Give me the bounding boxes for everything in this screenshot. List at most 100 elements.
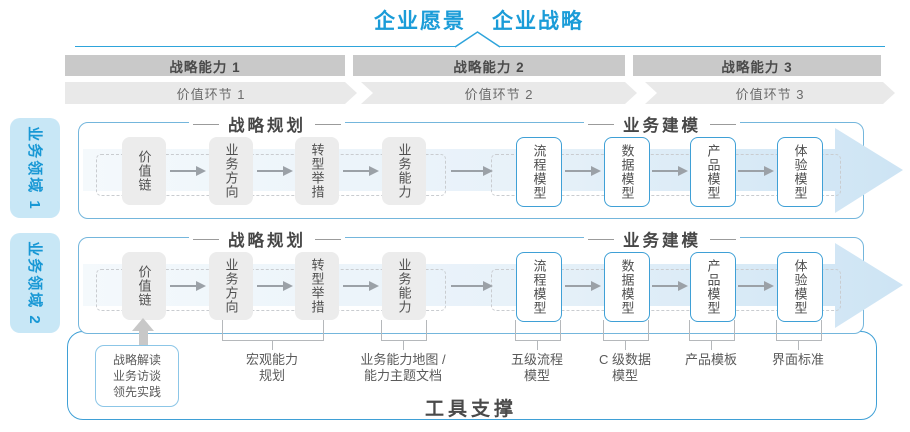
header-rule-icon bbox=[588, 238, 614, 240]
annotation-product-template: 产品模板 bbox=[684, 352, 737, 367]
bracket-stem bbox=[272, 340, 273, 350]
annotation-data-model: C 级数据 模型 bbox=[598, 352, 651, 384]
node-value-chain-label: 价值链 bbox=[136, 265, 152, 307]
flow-arrow-icon bbox=[738, 166, 774, 176]
node-product-model: 产品模型 bbox=[690, 137, 736, 207]
page-title: 企业愿景 企业战略 bbox=[374, 5, 584, 35]
flow-arrow-icon bbox=[652, 166, 688, 176]
flow-arrow-icon bbox=[565, 281, 601, 291]
domain-label-2: 业务领域 2 bbox=[10, 233, 60, 333]
node-transformation-initiatives: 转型举措 bbox=[295, 252, 339, 320]
bracket-icon bbox=[603, 320, 649, 341]
node-product-model: 产品模型 bbox=[690, 252, 736, 322]
node-experience-model: 体验模型 bbox=[777, 252, 823, 322]
capability-bar-1-label: 战略能力 1 bbox=[169, 59, 241, 75]
node-business-capability-label: 业务能力 bbox=[396, 143, 412, 199]
planning-header-label: 战略规划 bbox=[228, 117, 306, 135]
bracket-icon bbox=[776, 320, 822, 341]
bracket-stem bbox=[711, 340, 712, 350]
chevron-up-notch-icon bbox=[454, 31, 501, 48]
node-business-direction: 业务方向 bbox=[209, 252, 253, 320]
modeling-header-label: 业务建模 bbox=[623, 117, 701, 135]
node-value-chain: 价值链 bbox=[122, 252, 166, 320]
tool-support-label: 工具支撑 bbox=[424, 399, 517, 420]
header-rule-icon bbox=[315, 123, 341, 125]
flow-arrow-icon bbox=[565, 166, 601, 176]
planning-header: 战略规划 bbox=[189, 227, 345, 251]
value-chevron-3: 价值环节 3 bbox=[645, 82, 895, 104]
header-rule-icon bbox=[710, 123, 736, 125]
node-transformation-initiatives-label: 转型举措 bbox=[309, 258, 325, 314]
bracket-stem bbox=[798, 340, 799, 350]
header-rule-icon bbox=[193, 238, 219, 240]
flow-row-domain-2: 战略规划 业务建模 价值链 业务方向 转型举措 业务能力 流程模型 数据模型 产… bbox=[78, 227, 903, 334]
bracket-icon bbox=[689, 320, 735, 341]
node-business-capability-label: 业务能力 bbox=[396, 258, 412, 314]
header-rule-icon bbox=[193, 123, 219, 125]
domain-label-1: 业务领域 1 bbox=[10, 118, 60, 218]
flow-arrow-icon bbox=[170, 281, 206, 291]
node-value-chain: 价值链 bbox=[122, 137, 166, 205]
modeling-header-label: 业务建模 bbox=[623, 232, 701, 250]
flow-arrow-icon bbox=[343, 281, 379, 291]
node-data-model-label: 数据模型 bbox=[619, 144, 635, 200]
capability-bar-2-label: 战略能力 2 bbox=[453, 59, 525, 75]
title-strategy: 企业战略 bbox=[492, 10, 584, 33]
node-value-chain-label: 价值链 bbox=[136, 150, 152, 192]
node-data-model: 数据模型 bbox=[604, 252, 650, 322]
node-process-model: 流程模型 bbox=[516, 137, 562, 207]
node-experience-model-label: 体验模型 bbox=[792, 259, 808, 315]
bracket-stem bbox=[403, 340, 404, 350]
node-data-model: 数据模型 bbox=[604, 137, 650, 207]
header-rule-icon bbox=[315, 238, 341, 240]
flow-arrow-icon bbox=[652, 281, 688, 291]
node-product-model-label: 产品模型 bbox=[705, 259, 721, 315]
annotation-ui-standard: 界面标准 bbox=[771, 352, 824, 367]
value-chevron-1: 价值环节 1 bbox=[65, 82, 357, 104]
node-product-model-label: 产品模型 bbox=[705, 144, 721, 200]
flow-arrow-icon bbox=[170, 166, 206, 176]
value-chevron-1-label: 价值环节 1 bbox=[176, 86, 246, 102]
capability-bar-3-label: 战略能力 3 bbox=[721, 59, 793, 75]
bracket-icon bbox=[222, 320, 324, 341]
flow-arrow-icon bbox=[738, 281, 774, 291]
annotation-capability-map: 业务能力地图 / 能力主题文档 bbox=[360, 352, 446, 384]
domain-label-1-text: 业务领域 1 bbox=[25, 125, 43, 211]
capability-bar-1: 战略能力 1 bbox=[65, 55, 345, 76]
flow-arrow-icon bbox=[257, 281, 293, 291]
practice-note-box: 战略解读 业务访谈 领先实践 bbox=[95, 345, 179, 407]
annotation-macro-capability: 宏观能力 规划 bbox=[245, 352, 298, 384]
flow-arrow-icon bbox=[451, 281, 493, 291]
title-vision: 企业愿景 bbox=[374, 10, 466, 33]
node-transformation-initiatives: 转型举措 bbox=[295, 137, 339, 205]
flow-arrow-icon bbox=[451, 166, 493, 176]
annotation-process-model: 五级流程 模型 bbox=[510, 352, 563, 384]
node-process-model-label: 流程模型 bbox=[531, 144, 547, 200]
node-business-capability: 业务能力 bbox=[382, 137, 426, 205]
node-process-model: 流程模型 bbox=[516, 252, 562, 322]
node-data-model-label: 数据模型 bbox=[619, 259, 635, 315]
node-process-model-label: 流程模型 bbox=[531, 259, 547, 315]
capability-bar-3: 战略能力 3 bbox=[633, 55, 881, 76]
capability-bar-2: 战略能力 2 bbox=[353, 55, 625, 76]
bracket-icon bbox=[515, 320, 561, 341]
flow-row-domain-1: 战略规划 业务建模 价值链 业务方向 转型举措 业务能力 流程模型 数据模型 产… bbox=[78, 112, 903, 219]
node-transformation-initiatives-label: 转型举措 bbox=[309, 143, 325, 199]
domain-label-2-text: 业务领域 2 bbox=[25, 240, 43, 326]
node-business-direction-label: 业务方向 bbox=[223, 143, 239, 199]
value-chevron-3-label: 价值环节 3 bbox=[735, 86, 805, 102]
dashed-track-planning bbox=[96, 269, 446, 311]
value-chevron-2: 价值环节 2 bbox=[361, 82, 637, 104]
header-rule-icon bbox=[588, 123, 614, 125]
modeling-header: 业务建模 bbox=[584, 112, 740, 136]
up-arrow-shaft bbox=[139, 330, 148, 345]
bracket-icon bbox=[381, 320, 427, 341]
node-experience-model: 体验模型 bbox=[777, 137, 823, 207]
dashed-track-planning bbox=[96, 154, 446, 196]
flow-arrow-icon bbox=[343, 166, 379, 176]
header-rule-icon bbox=[710, 238, 736, 240]
node-business-direction-label: 业务方向 bbox=[223, 258, 239, 314]
bracket-stem bbox=[537, 340, 538, 350]
node-experience-model-label: 体验模型 bbox=[792, 144, 808, 200]
